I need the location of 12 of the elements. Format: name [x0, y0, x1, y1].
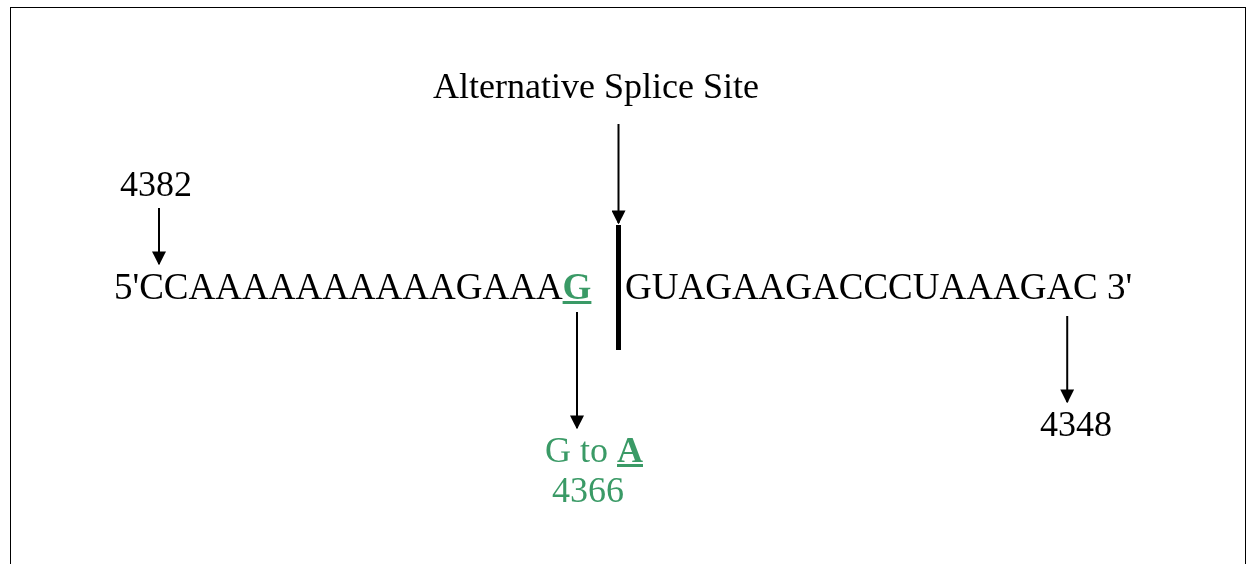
position-number: 4348 — [1040, 404, 1112, 444]
position-number: 4366 — [552, 470, 624, 510]
arrow — [152, 207, 166, 266]
splice-site-bar — [616, 225, 621, 350]
mutation-label: G to A — [545, 430, 643, 470]
annotation-label: Alternative Splice Site — [433, 66, 759, 106]
position-number: 4382 — [120, 164, 192, 204]
arrow — [611, 123, 626, 225]
sequence-text: 5'CCAAAAAAAAAAGAAAG — [114, 266, 592, 308]
arrow — [570, 311, 584, 430]
sequence-text: GUAGAAGACCCUAAAGAC 3' — [625, 266, 1133, 308]
arrow — [1060, 315, 1075, 404]
